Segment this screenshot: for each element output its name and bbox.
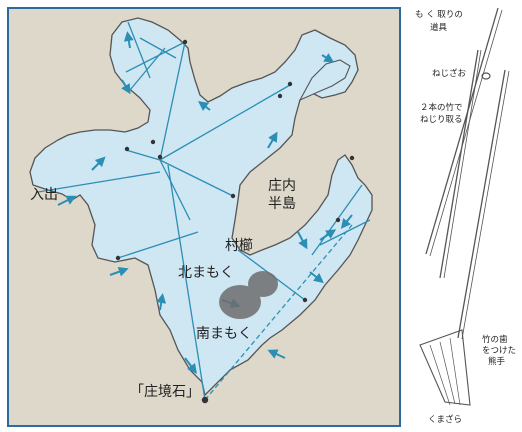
lake-water	[29, 17, 373, 397]
seaweed-beds	[219, 271, 278, 319]
nejizao-pole-2	[439, 49, 479, 279]
tool-title-line2: 道具	[430, 22, 448, 33]
tool-illustrations	[419, 7, 510, 406]
label-iride: 入出	[30, 187, 58, 203]
kumazara-handle	[457, 69, 506, 339]
label-shounai-line1: 庄内	[268, 177, 296, 194]
label-kita-moku: 北まもく	[178, 265, 234, 281]
label-shounai-line2: 半島	[268, 196, 296, 212]
teeth-line3: 熊手	[488, 356, 506, 367]
label-minami-moku: 南まもく	[196, 326, 252, 342]
seaweed-bed-south	[219, 285, 261, 319]
kumazara-rake	[419, 329, 471, 406]
tool-desc-line1: ２本の竹で	[420, 102, 463, 113]
label-nejizao: ねじざお	[432, 68, 467, 79]
label-shoukyou-seki: 「庄境石」	[130, 383, 200, 400]
teeth-line2: をつけた	[482, 346, 516, 356]
boat-routes	[37, 21, 371, 401]
nejizao-pole-1	[425, 7, 499, 255]
map-frame	[7, 7, 401, 427]
label-mura-kushi: 村櫛	[225, 237, 253, 254]
tool-title-line1: も く 取りの	[415, 10, 463, 20]
tool-labels: も く 取りの 道具 ねじざお ２本の竹で ねじり取る 竹の歯 をつけた 熊手 …	[415, 10, 516, 425]
upper-inlet	[298, 59, 351, 102]
tool-desc-line2: ねじり取る	[420, 115, 463, 125]
teeth-line1: 竹の歯	[482, 334, 508, 345]
seaweed-bed-north	[248, 271, 278, 297]
label-kumazara: くまざら	[428, 414, 462, 425]
route-markers	[115, 39, 355, 404]
current-arrows	[57, 31, 353, 374]
